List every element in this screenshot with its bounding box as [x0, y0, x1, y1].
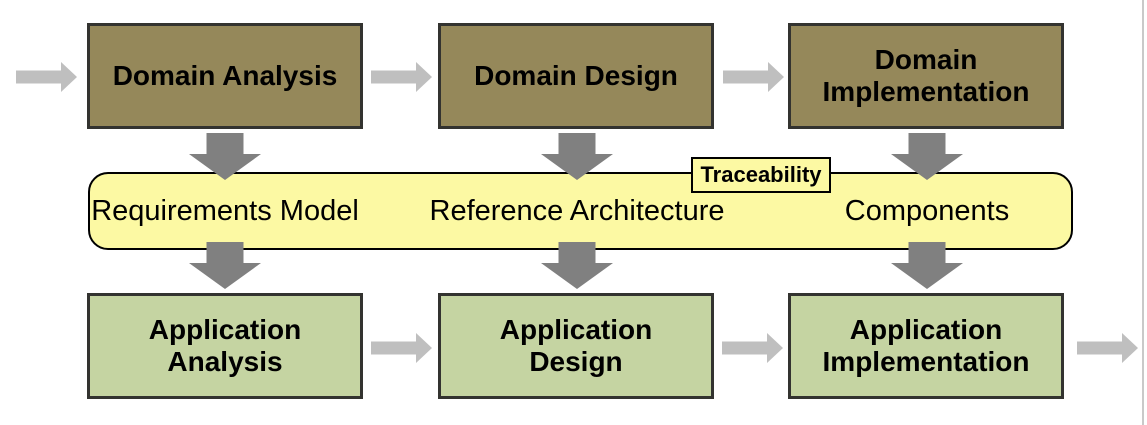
down-arrow-icon	[541, 133, 613, 180]
right-arrow-icon	[1077, 333, 1138, 363]
box-domain-implementation: Domain Implementation	[788, 23, 1064, 129]
down-arrow-icon	[891, 133, 963, 180]
box-label: Application Design	[499, 313, 653, 377]
box-label: Application Analysis	[148, 313, 302, 377]
box-domain-design: Domain Design	[438, 23, 714, 129]
box-application-design: Application Design	[438, 293, 714, 399]
box-application-analysis: Application Analysis	[87, 293, 363, 399]
label-reference-architecture: Reference Architecture	[429, 195, 725, 227]
right-arrow-icon	[371, 62, 432, 92]
traceability-tag: Traceability	[691, 157, 831, 193]
right-arrow-icon	[16, 62, 77, 92]
down-arrow-icon	[189, 242, 261, 289]
box-label: Domain Implementation	[822, 43, 1030, 107]
traceability-tag-label: Traceability	[700, 162, 822, 187]
label-requirements-model: Requirements Model	[91, 195, 359, 227]
box-label: Application Implementation	[822, 313, 1030, 377]
box-application-implementation: Application Implementation	[788, 293, 1064, 399]
right-arrow-icon	[722, 333, 783, 363]
box-label: Domain Analysis	[112, 59, 338, 91]
down-arrow-icon	[891, 242, 963, 289]
label-components: Components	[844, 195, 1010, 227]
right-arrow-icon	[371, 333, 432, 363]
box-label: Domain Design	[474, 59, 678, 91]
down-arrow-icon	[541, 242, 613, 289]
box-domain-analysis: Domain Analysis	[87, 23, 363, 129]
right-arrow-icon	[723, 62, 784, 92]
down-arrow-icon	[189, 133, 261, 180]
page-edge-divider	[1142, 0, 1144, 425]
